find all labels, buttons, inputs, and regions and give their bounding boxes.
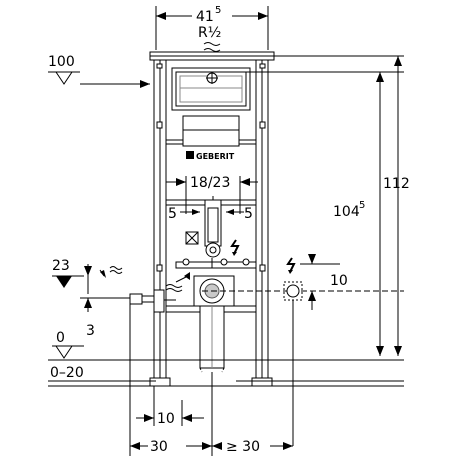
- top-width-dimension: 41 5: [155, 5, 269, 50]
- spacing-18-23-label: 18/23: [190, 175, 230, 191]
- offset-left-5-label: 5: [168, 206, 177, 222]
- level-0-20-label: 0–20: [50, 365, 84, 381]
- logo-text: GEBERIT: [196, 152, 235, 161]
- width-label: 41: [196, 9, 214, 25]
- offset-right-5-label: 5: [244, 206, 253, 222]
- level-0-label: 0: [56, 330, 65, 346]
- offset-10-bottom-label: 10: [157, 411, 175, 427]
- right-connection-box: [283, 257, 303, 446]
- brand-logo: GEBERIT: [186, 151, 235, 161]
- thread-label: R½: [198, 25, 221, 41]
- water-wave-symbol-2: [203, 48, 221, 52]
- drain-bend: [193, 258, 404, 373]
- water-wave-drain: [165, 284, 183, 288]
- side-outlet: [129, 289, 176, 313]
- dim-3: 3: [80, 264, 130, 339]
- level-100-label: 100: [48, 54, 75, 70]
- electric-symbol-1: [230, 239, 240, 255]
- flush-pipe: [175, 199, 257, 269]
- height-104-sup: 5: [359, 200, 365, 211]
- level-23-label: 23: [52, 258, 70, 274]
- electric-symbol-2: [286, 257, 296, 273]
- floor-lines: 0–20: [48, 359, 404, 387]
- height-dimensions: 112 104 5: [218, 55, 410, 356]
- dim-10-bottom: 10: [136, 386, 204, 427]
- water-wave-drain-2: [165, 288, 183, 292]
- offset-30-label: 30: [150, 439, 168, 455]
- cistern: [171, 67, 251, 147]
- offset-3-label: 3: [86, 323, 95, 339]
- height-104-label: 104: [333, 204, 360, 220]
- height-112-label: 112: [383, 176, 410, 192]
- level-100: 100: [48, 54, 150, 88]
- level-23: 23: [52, 258, 123, 288]
- width-sup: 5: [215, 5, 221, 16]
- offset-10-right-label: 10: [330, 273, 348, 289]
- water-wave-23: [109, 266, 123, 270]
- dim-18-23: 18/23: [166, 175, 258, 214]
- level-0: 0: [52, 330, 84, 359]
- dim-30-bottom: 30 ≥ 30: [129, 300, 293, 456]
- dim-10-right: 10: [300, 254, 348, 310]
- offset-ge-30-label: ≥ 30: [226, 439, 260, 455]
- water-wave-symbol: [203, 42, 221, 46]
